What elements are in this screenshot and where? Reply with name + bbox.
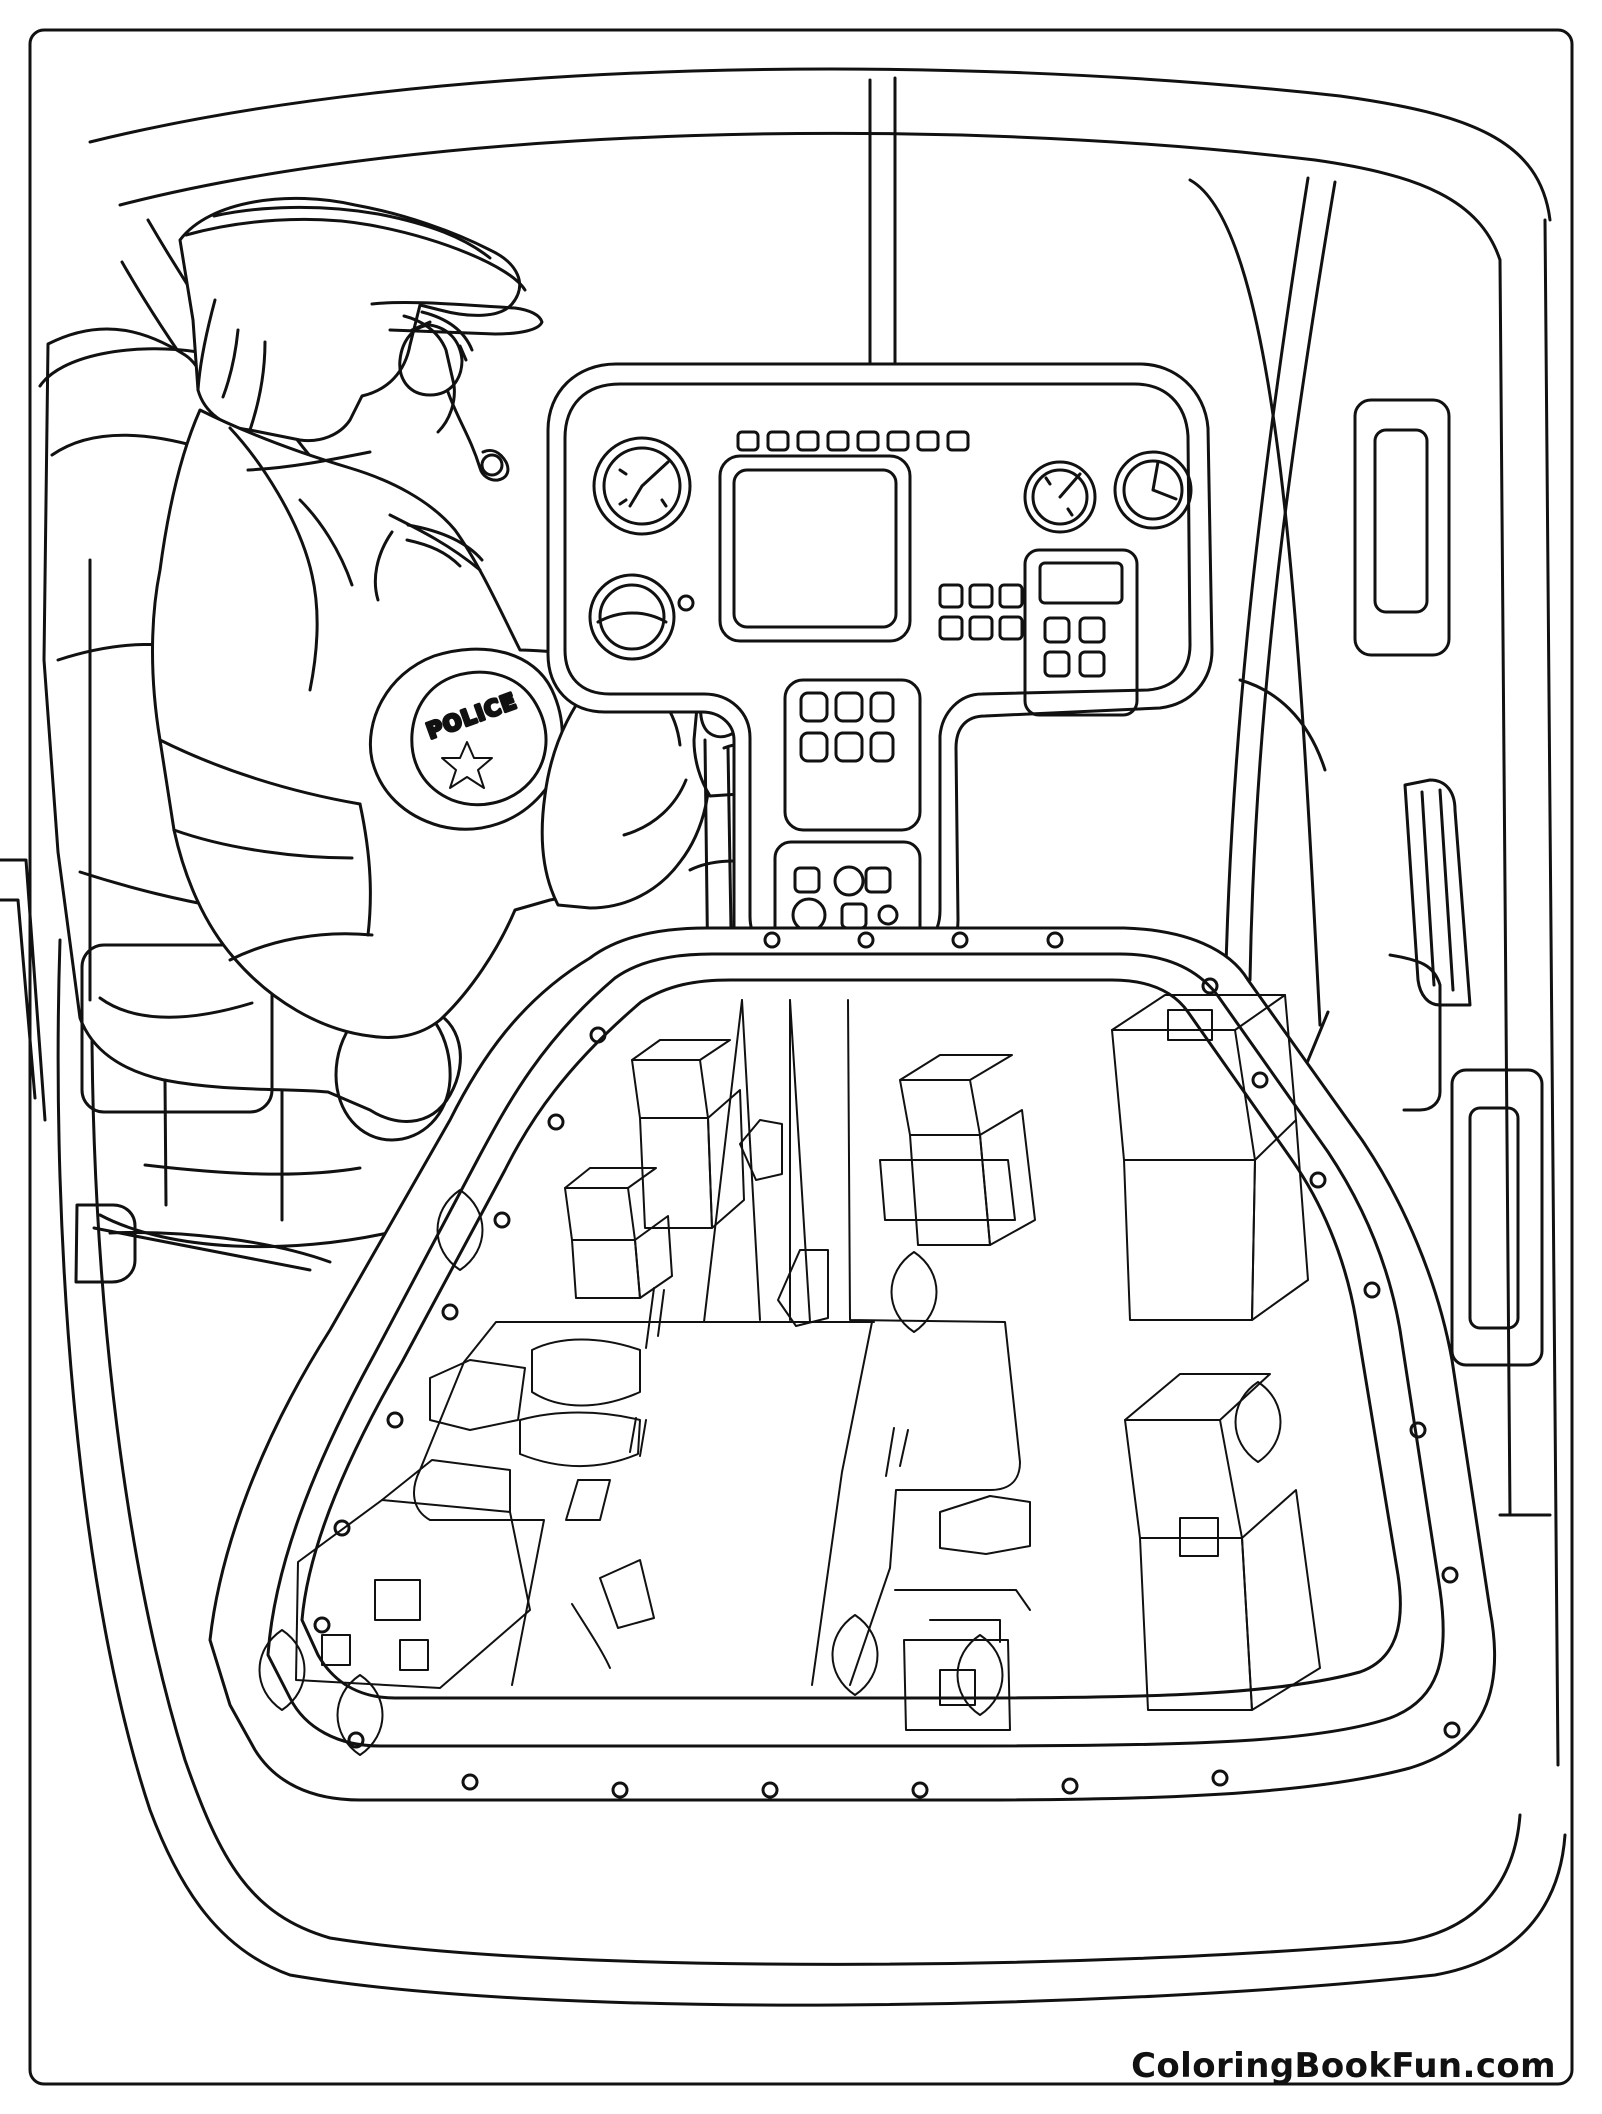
pilot-officer: POLICE	[151, 196, 798, 1039]
cockpit-frame	[56, 67, 1567, 2007]
instrument-panel	[546, 362, 1214, 976]
city-street-scene	[258, 994, 1321, 1756]
site-credit: ColoringBookFun.com	[1131, 2046, 1556, 2086]
